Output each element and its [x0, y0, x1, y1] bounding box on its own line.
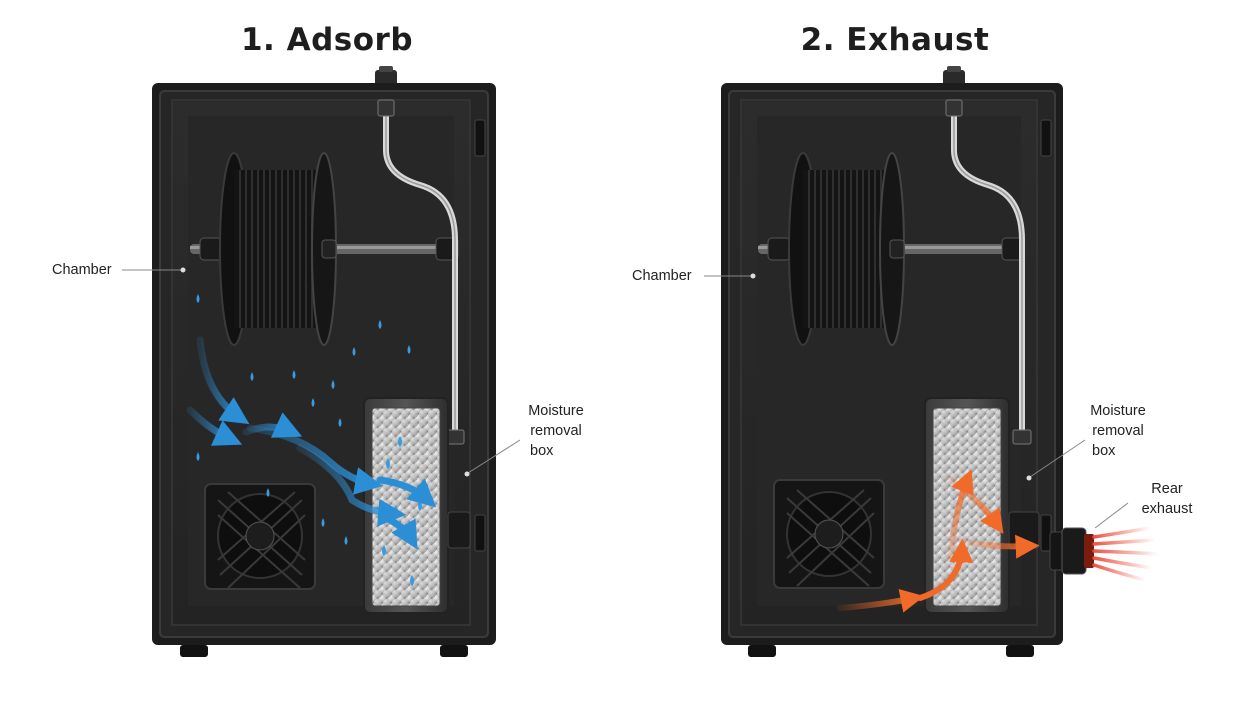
ptfe-tube-icon	[943, 66, 965, 86]
label-chamber-exhaust: Chamber	[632, 268, 692, 284]
panel-title-exhaust: 2. Exhaust	[800, 22, 990, 58]
label-rear-exhaust: Rear exhaust	[1141, 481, 1193, 517]
filament-spool-icon	[219, 152, 337, 346]
fan-icon	[204, 483, 316, 590]
panel-exhaust	[704, 66, 1160, 657]
airflow-arrow-icon	[837, 469, 1040, 613]
panel-title-adsorb: 1. Adsorb	[240, 22, 414, 58]
ptfe-tube-icon	[375, 66, 397, 86]
label-moisture-box-exhaust: Moisture removal box	[1090, 403, 1146, 459]
fan-icon	[773, 479, 885, 589]
panel-adsorb	[122, 66, 521, 657]
label-chamber-adsorb: Chamber	[52, 262, 112, 278]
label-moisture-box-adsorb: Moisture removal box	[528, 403, 584, 459]
airflow-arrow-icon	[186, 336, 437, 550]
filament-spool-icon	[788, 152, 905, 346]
exhaust-port-icon	[1049, 526, 1160, 582]
